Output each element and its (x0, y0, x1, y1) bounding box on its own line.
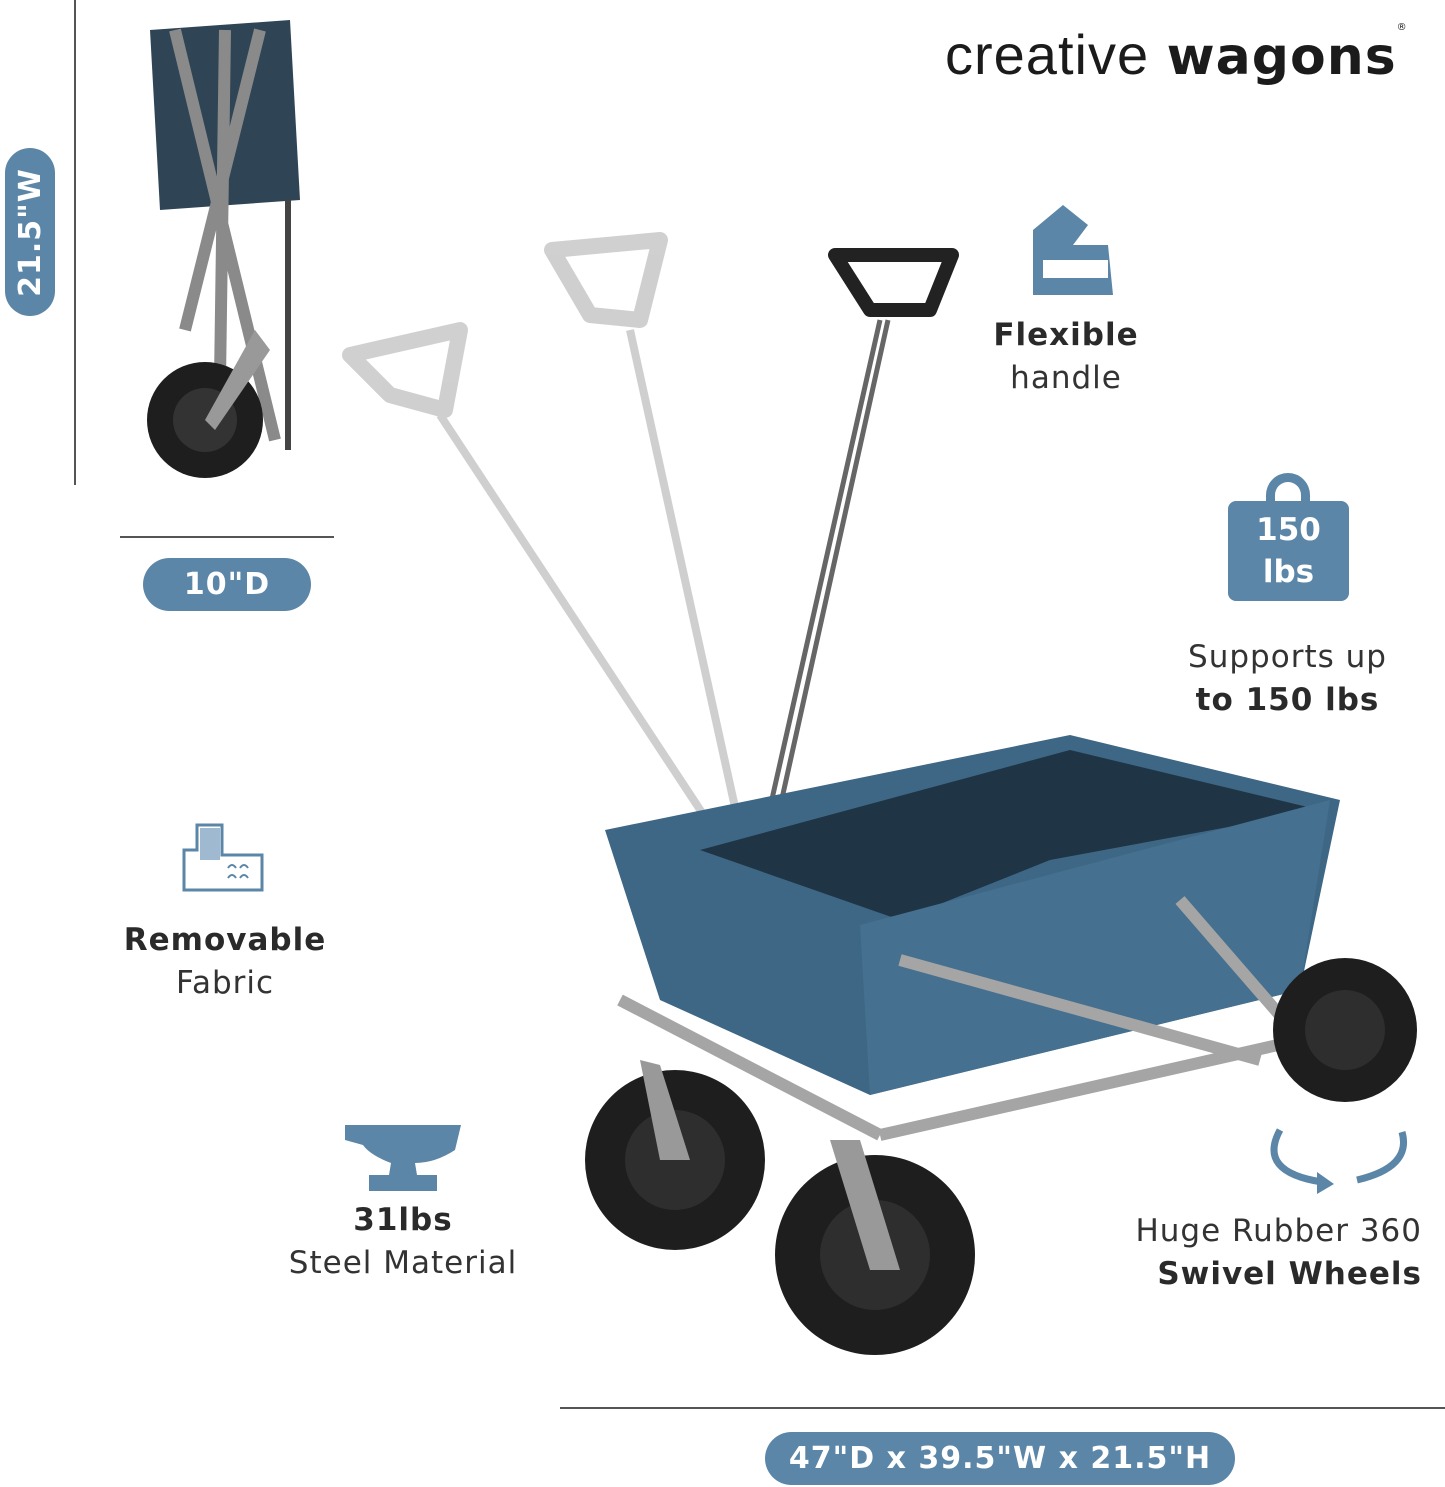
folded-width-badge: 21.5"W (5, 148, 55, 316)
handle-positions (342, 232, 744, 843)
swivel-arrows-icon (1270, 1128, 1407, 1194)
folded-depth-badge: 10"D (143, 558, 311, 611)
weight-icon-body: 150 lbs (1228, 501, 1349, 601)
folded-wagon-image (147, 20, 300, 478)
depth-dimension-line (120, 536, 334, 538)
length-dimension-line (560, 1407, 1445, 1409)
wagon-image (585, 735, 1417, 1355)
brand-logo: creative wagons® (945, 22, 1408, 87)
anvil-icon (345, 1125, 461, 1191)
handle (762, 248, 959, 831)
fabric-icon (182, 823, 264, 892)
weight-icon: 150 lbs (1228, 473, 1349, 601)
weight-icon-handle (1266, 473, 1310, 513)
full-dimensions-badge: 47"D x 39.5"W x 21.5"H (765, 1432, 1235, 1485)
hand-grip-icon (1033, 205, 1113, 295)
weight-icon-unit: lbs (1262, 554, 1315, 590)
width-dimension-line (74, 0, 76, 485)
weight-icon-value: 150 (1256, 512, 1321, 548)
